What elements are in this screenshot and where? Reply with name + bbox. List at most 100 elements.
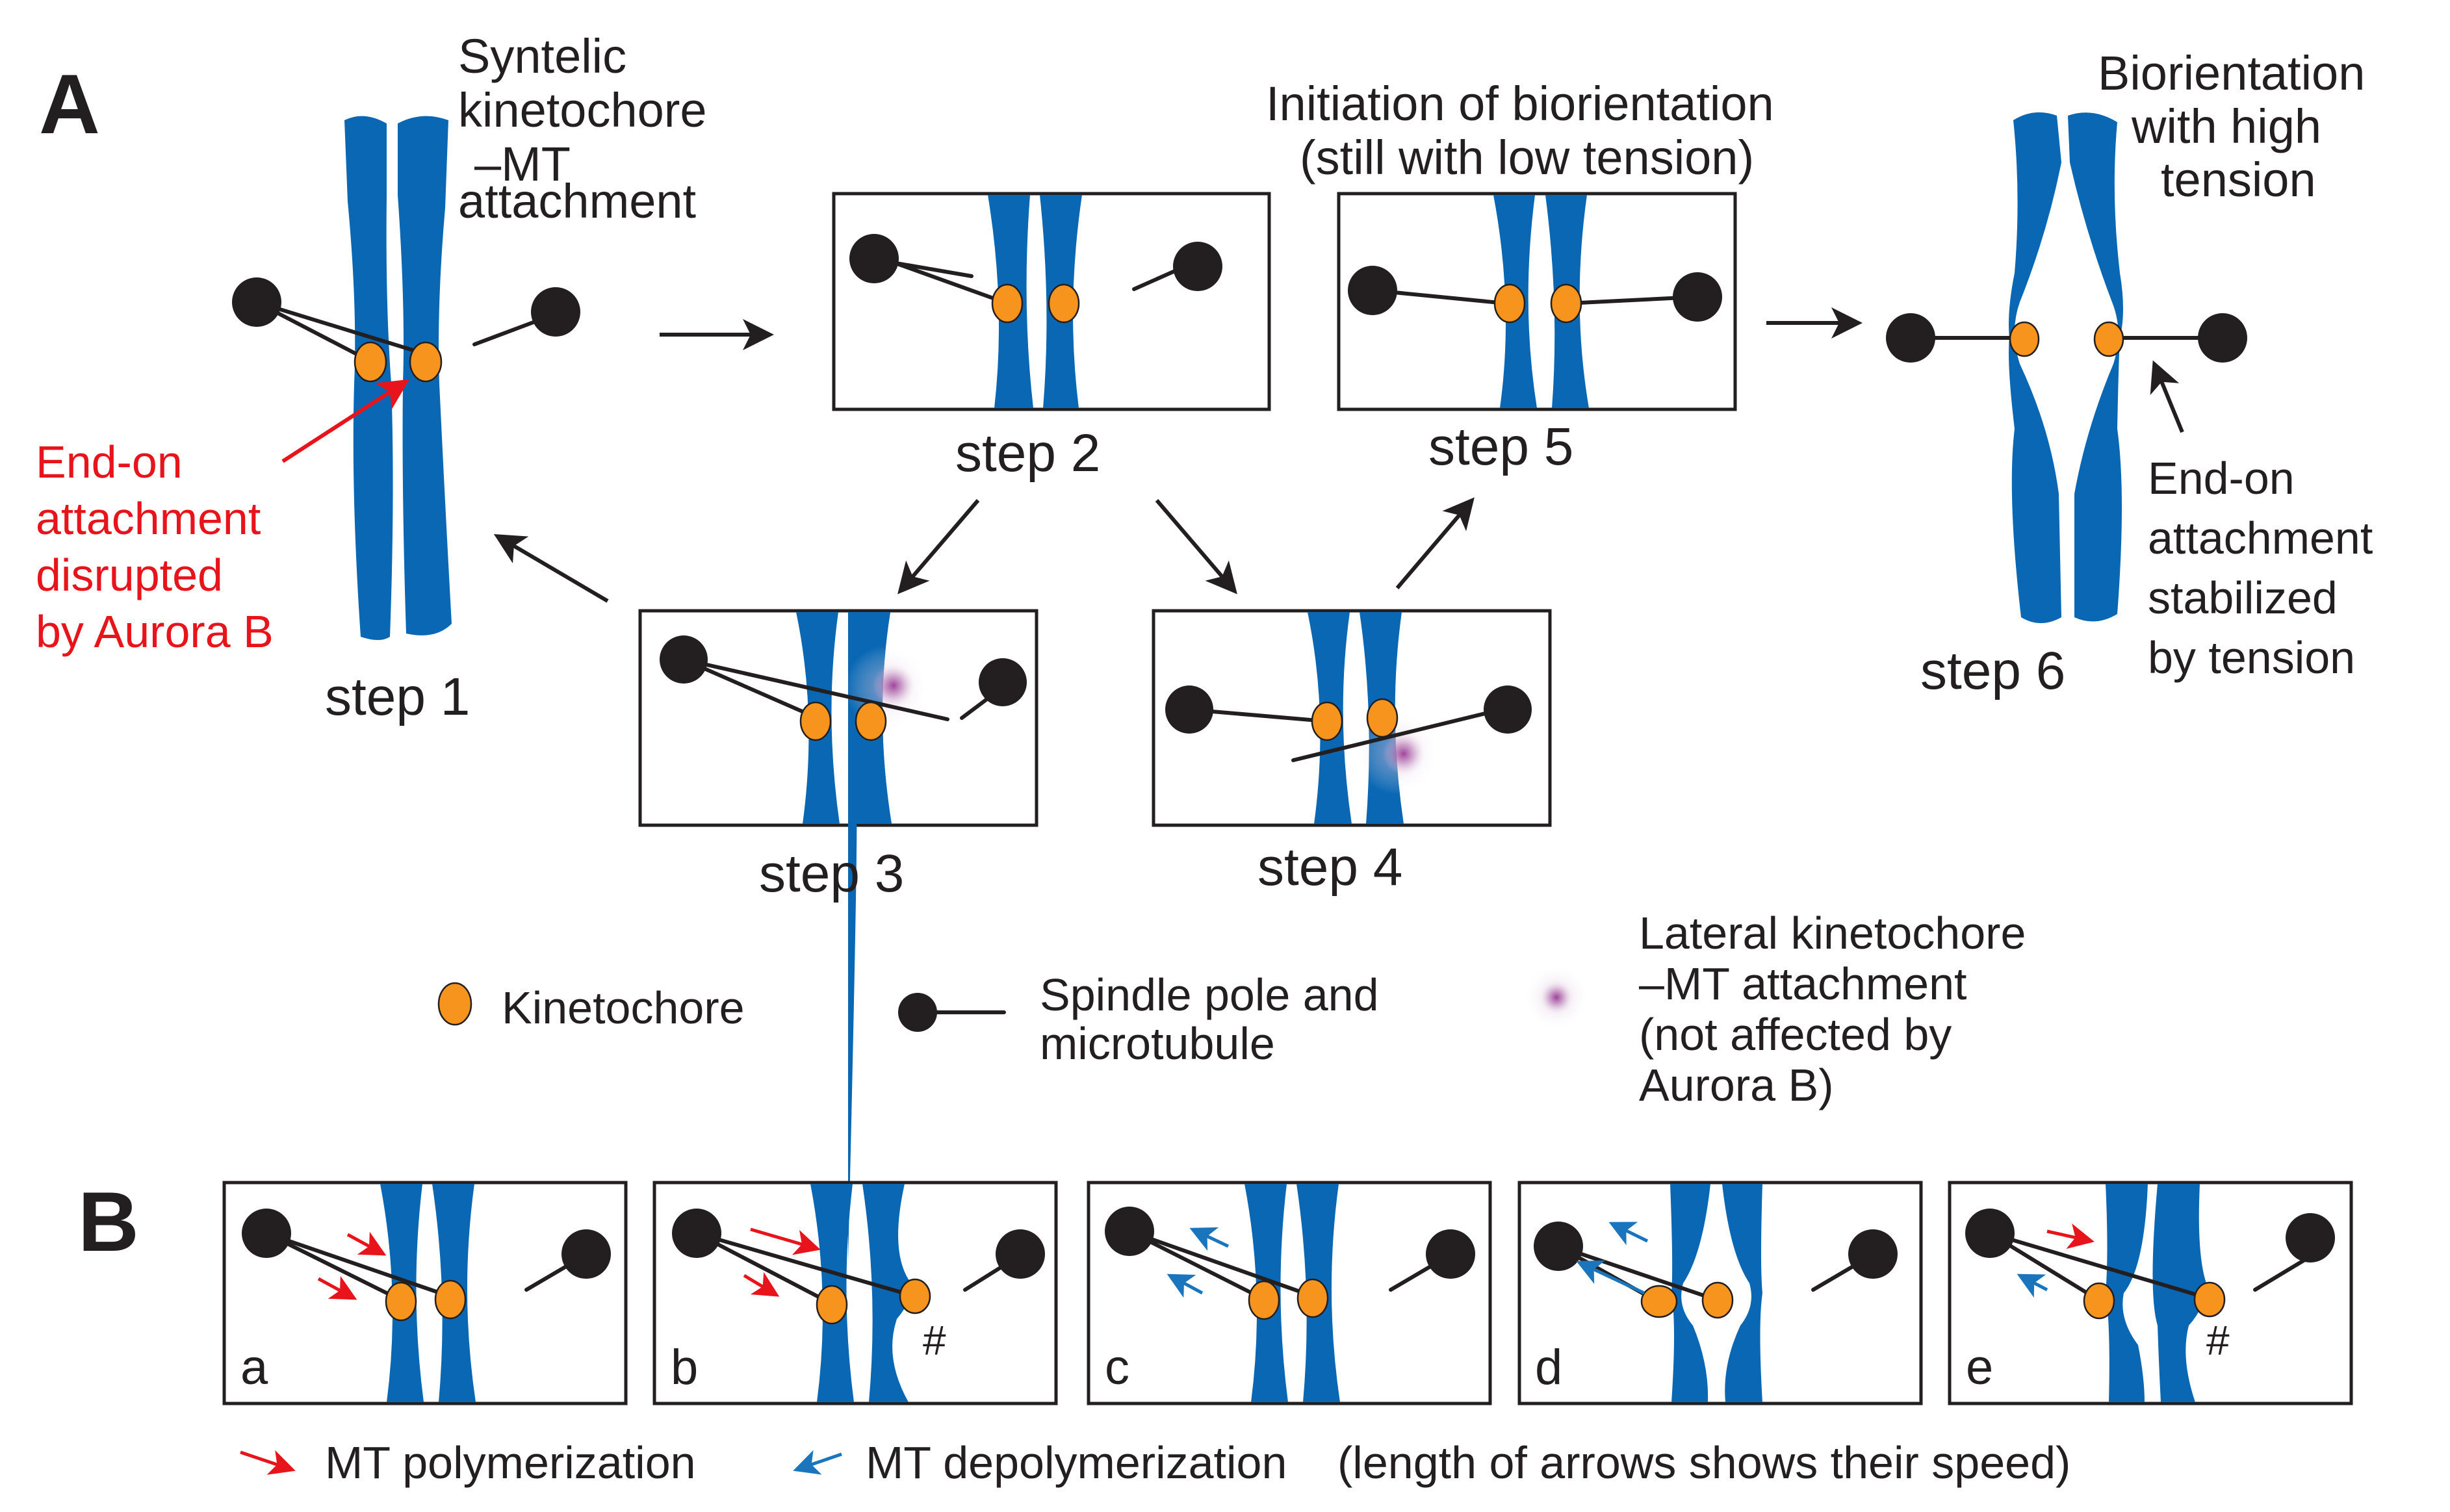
panel-b-letter: B [78,1174,139,1269]
step2-kinetochore-left [991,283,1024,324]
legend-kinetochore-label: Kinetochore [502,982,745,1033]
step4-kinetochore-left [1311,701,1343,741]
step1-red-note: End-on attachment disrupted by Aurora B [36,437,274,657]
legend-pole-label: Spindle pole and microtubule [1040,969,1391,1069]
panel-b-a-pole-left [242,1209,291,1258]
panel-b-a-poly-arrow-2 [317,1275,357,1300]
panel-b-e-pole-right [2286,1213,2335,1262]
step3-pole-left [660,635,708,684]
panel-b-b-kinetochore-left [816,1285,848,1325]
panel-b-c-depoly-arrow-2 [1167,1274,1204,1298]
step1-pole-right [531,287,580,337]
panel-b-e-box [1948,1181,2353,1405]
legend-kinetochore-icon [437,982,472,1026]
legend-a: Kinetochore Spindle pole and microtubule… [437,908,2026,1110]
step5-title: Initiation of biorientation (still with … [1266,77,1787,185]
step6-left-chromatid [2009,112,2061,623]
step3-kinetochore-right [855,701,887,741]
panel-b-b-poly-arrow-2 [743,1272,780,1297]
step6-pointer [2150,360,2184,433]
step3-lateral-attachment [873,665,914,706]
step1-pole-left [232,277,281,327]
panel-b-c: c [1087,1181,1492,1405]
panel-b-c-pole-left [1105,1207,1154,1256]
step4-mt-lateral [1291,708,1503,762]
step4-box [1152,609,1552,827]
panel-b-c-box [1087,1181,1492,1405]
legend-speed-note: (length of arrows shows their speed) [1337,1437,2070,1488]
step3-pole-right [979,658,1027,706]
step5-label: step 5 [1428,417,1573,476]
step6-right-chromatid [2068,112,2123,622]
panel-b-e-kinetochore-left [2083,1282,2115,1320]
panel-b-c-kinetochore-left [1248,1280,1280,1320]
arrow-step3-to-step1 [493,533,609,603]
legend-b: MT polymerization MT depolymerization (l… [240,1437,2070,1488]
panel-b-c-label: c [1105,1340,1129,1395]
step5-kinetochore-left [1493,283,1526,324]
step4-label: step 4 [1257,838,1402,897]
panel-b-e-depoly-arrow [2017,1274,2048,1298]
step2-box [832,192,1271,411]
panel-b-a-pole-right [561,1229,611,1279]
panel-b-b: # b [652,1181,1058,1405]
panel-b-d-kinetochore-right [1701,1281,1734,1319]
arrow-step2-to-step3 [897,499,980,595]
step1-title: Syntelic kinetochore –MT attachment [458,29,720,228]
panel-b-d-mt-2 [1556,1244,1718,1301]
step6-label: step 6 [1920,641,2065,700]
panel-b-d-pole-left [1534,1222,1583,1271]
panel-b-e-kinetochore-right [2193,1281,2226,1318]
step5-box [1337,192,1737,411]
step3-box [638,609,1038,827]
panel-b-d-right-chromatid [1722,1184,1762,1402]
step6-side-note: End-on attachment stabilized by tension [2148,453,2386,683]
step5-kinetochore-right [1550,283,1582,324]
panel-b-e-pole-left [1965,1209,2015,1258]
panel-b-e: # e [1948,1181,2353,1405]
panel-b-a: a [222,1181,628,1405]
step4-pole-left [1165,686,1213,734]
panel-b-e-poly-arrow [2046,1223,2095,1249]
legend-depoly-arrow-icon [793,1450,842,1475]
panel-b-c-mt-1 [1128,1229,1264,1300]
step6-kinetochore-left [2009,321,2040,357]
panel-b-b-pole-left [672,1209,721,1258]
step3-kinetochore-left [799,701,832,741]
panel-b-b-hash: # [923,1317,946,1364]
panel-b-e-mt-right [2253,1257,2308,1292]
step5-diagram [1337,192,1737,411]
panel-b-b-kinetochore-right [899,1278,931,1314]
panel-b-d: d [1517,1181,1923,1405]
step1-kinetochore-left [354,341,387,383]
legend-depolymerization-label: MT depolymerization [866,1437,1287,1488]
panel-b-d-label: d [1535,1340,1562,1395]
panel-b-b-mt-2 [695,1231,917,1298]
legend-polymerization-label: MT polymerization [325,1437,696,1488]
panel-b-b-right-chromatid [862,1184,912,1402]
panel-b-a-label: a [240,1340,268,1395]
step6-pole-left [1886,313,1935,363]
panel-b-c-depoly-arrow-1 [1189,1227,1230,1251]
panel-b-d-box [1517,1181,1923,1405]
panel-b-e-mt-2 [1988,1231,2210,1300]
panel-b-d-kinetochore-left [1640,1285,1678,1318]
panel-b-e-hash: # [2206,1317,2230,1364]
step4-lateral-attachment [1383,733,1425,775]
step5-pole-left [1348,266,1397,315]
step2-diagram [832,192,1271,411]
panel-b-a-poly-arrow-1 [346,1231,387,1256]
step6-title: Biorientation with high tension [2098,46,2379,207]
panel-b-c-kinetochore-right [1296,1278,1329,1318]
panel-b-c-mt-2 [1128,1229,1311,1297]
panel-b-b-pole-right [996,1229,1045,1279]
step5-pole-right [1673,272,1722,322]
step4-pole-right [1484,686,1532,734]
step1-label: step 1 [325,667,470,726]
panel-b-d-left-chromatid [1670,1184,1710,1402]
panel-b-a-box [222,1181,628,1405]
step6-pole-right [2198,313,2247,363]
step2-label: step 2 [955,424,1100,483]
step1-red-pointer [281,379,410,463]
